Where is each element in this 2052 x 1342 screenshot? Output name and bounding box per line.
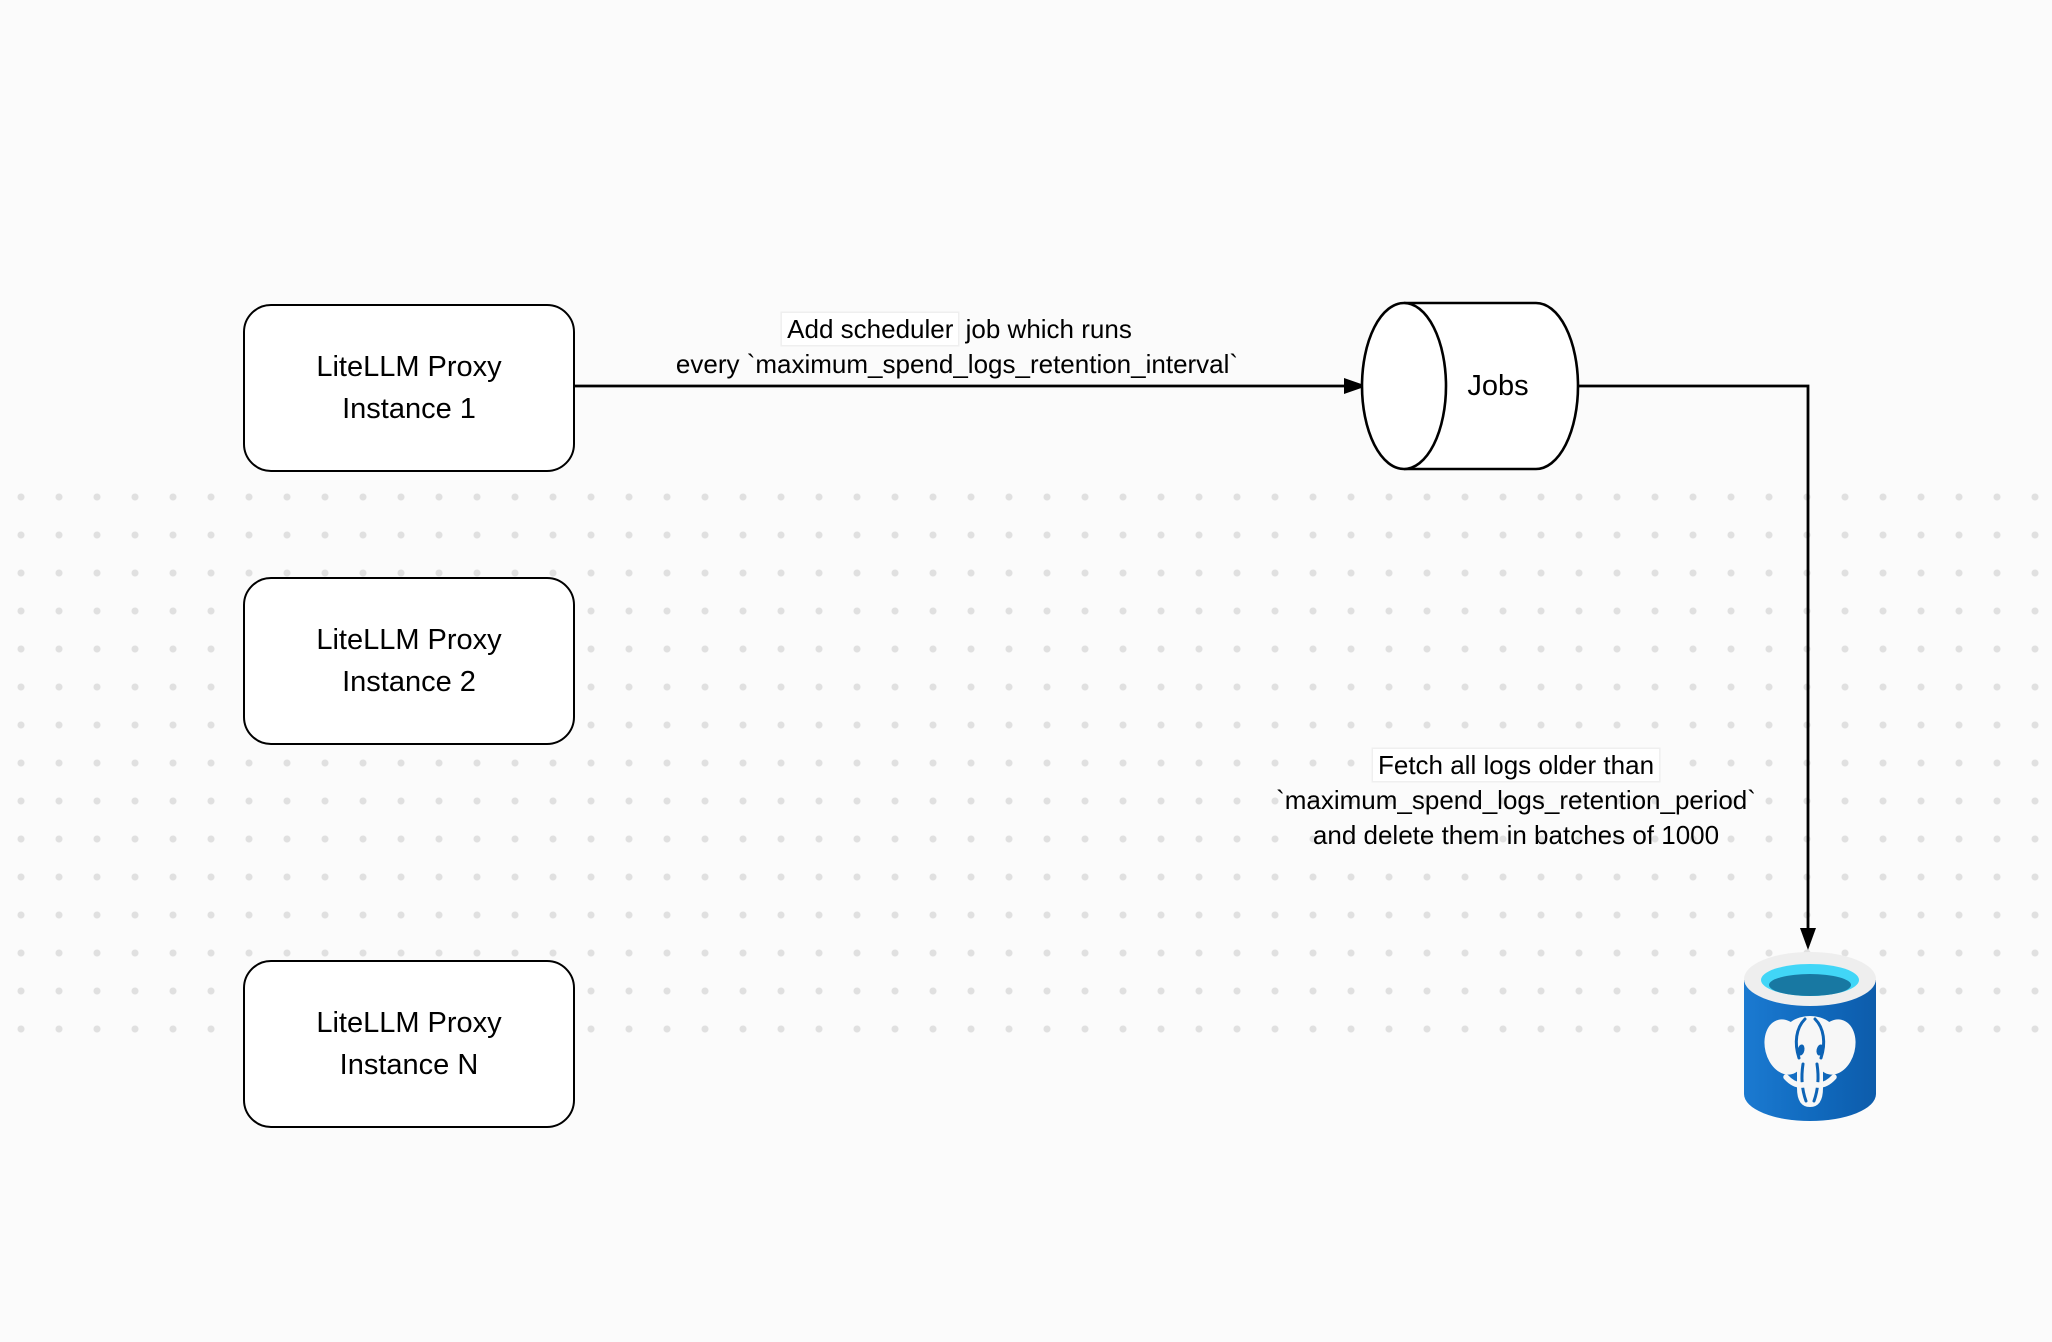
edge-label-line: Add scheduler job which runs bbox=[676, 312, 1238, 347]
node-label-line: Instance N bbox=[339, 1049, 479, 1081]
edge-label-line: `maximum_spend_logs_retention_period` bbox=[1276, 785, 1756, 815]
node-litellm-proxy-instance-n[interactable]: LiteLLM Proxy Instance N bbox=[243, 960, 575, 1128]
edge-label-line: every `maximum_spend_logs_retention_inte… bbox=[675, 349, 1239, 379]
node-litellm-proxy-instance-1[interactable]: LiteLLM Proxy Instance 1 bbox=[243, 304, 575, 472]
edge-label-highlight: Fetch all logs older than bbox=[1372, 749, 1660, 781]
edge-label-highlight: Add scheduler bbox=[782, 313, 959, 345]
edge-label-line: and delete them in batches of 1000 bbox=[1312, 820, 1720, 850]
edge-label-scheduler[interactable]: Add scheduler job which runs every `maxi… bbox=[676, 312, 1238, 382]
edge-cleanup-arrow[interactable] bbox=[1578, 384, 1816, 950]
jobs-node-label[interactable]: Jobs bbox=[1467, 369, 1529, 402]
node-label-line: Instance 1 bbox=[342, 393, 476, 425]
arrowhead-down-icon bbox=[1800, 928, 1816, 950]
edge-label-line: Fetch all logs older than bbox=[1276, 748, 1756, 783]
database-node[interactable] bbox=[1744, 950, 1876, 1122]
node-label-line: Instance 2 bbox=[342, 666, 476, 698]
node-label-line: LiteLLM Proxy bbox=[316, 1007, 502, 1039]
jobs-queue-cylinder[interactable] bbox=[1360, 301, 1580, 471]
node-label-line: LiteLLM Proxy bbox=[316, 624, 502, 656]
edge-scheduler-arrow[interactable] bbox=[571, 378, 1367, 394]
node-litellm-proxy-instance-2[interactable]: LiteLLM Proxy Instance 2 bbox=[243, 577, 575, 745]
edge-label-cleanup[interactable]: Fetch all logs older than `maximum_spend… bbox=[1276, 748, 1756, 853]
node-label-line: LiteLLM Proxy bbox=[316, 351, 502, 383]
arrowhead-right-icon bbox=[1344, 378, 1367, 394]
